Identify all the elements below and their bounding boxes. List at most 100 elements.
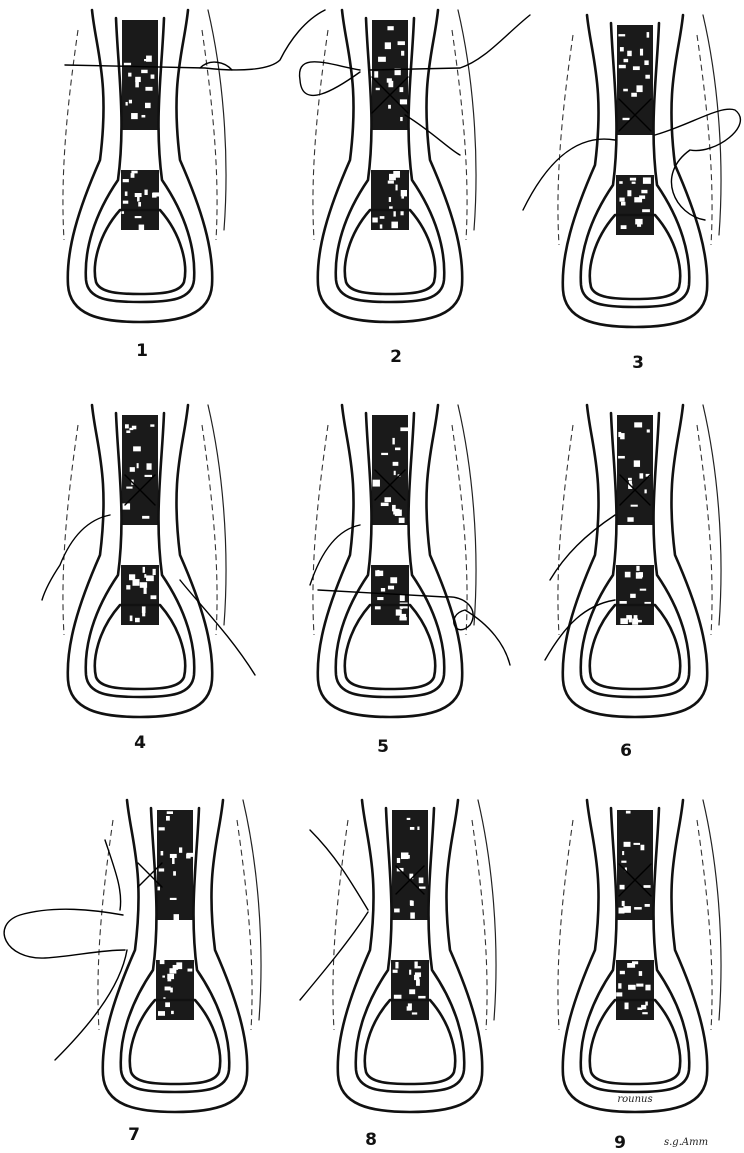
tissue-speckle <box>618 456 625 459</box>
panel-step-8: 8 <box>300 800 496 1150</box>
tissue-speckle <box>641 845 645 851</box>
tissue-speckle <box>135 193 142 197</box>
sheath-outline <box>458 10 476 230</box>
sheath-line <box>313 425 328 635</box>
tissue-speckle <box>401 852 408 859</box>
tissue-speckle <box>153 569 156 575</box>
tissue-speckle <box>395 185 397 191</box>
tissue-speckle <box>400 87 404 92</box>
suture-thread <box>105 840 121 910</box>
tissue-speckle <box>126 430 130 433</box>
tissue-speckle <box>401 51 404 56</box>
sheath-line <box>98 820 113 1030</box>
sheath-outline <box>703 405 721 625</box>
tissue-speckle <box>151 595 157 599</box>
tissue-speckle <box>141 115 145 118</box>
tissue-speckle <box>622 901 625 906</box>
tissue-speckle <box>389 174 396 180</box>
suture-thread <box>65 10 325 70</box>
tissue-speckle <box>131 173 135 178</box>
tissue-speckle <box>388 586 394 590</box>
tissue-speckle <box>159 868 164 871</box>
tissue-speckle <box>618 34 625 36</box>
suture-thread <box>310 830 368 910</box>
panel-label: 7 <box>128 1125 140 1145</box>
suture-thread <box>523 139 615 210</box>
panel-label: 2 <box>390 347 402 367</box>
sheath-line <box>452 30 467 240</box>
tissue-speckle <box>388 105 391 109</box>
sheath-outline <box>243 800 261 1020</box>
tissue-speckle <box>144 587 147 594</box>
tissue-speckle <box>124 63 131 65</box>
tissue-speckle <box>621 202 625 206</box>
panel-step-9: rounus9 <box>558 800 721 1153</box>
tissue-speckle <box>400 117 402 121</box>
tissue-speckle <box>631 93 637 97</box>
tissue-speckle <box>150 424 154 426</box>
sheath-outline <box>208 405 226 625</box>
tissue-speckle <box>126 102 128 106</box>
tissue-speckle <box>394 471 396 475</box>
tissue-speckle <box>410 827 414 830</box>
panel-step-4: 4 <box>42 405 255 753</box>
tissue-speckle <box>643 177 651 183</box>
panel-label: 3 <box>632 353 644 373</box>
tissue-speckle <box>631 505 638 507</box>
tissue-speckle <box>145 87 152 91</box>
tissue-speckle <box>634 843 641 845</box>
tissue-speckle <box>376 88 380 90</box>
tissue-speckle <box>642 1012 647 1014</box>
panel-step-2: 2 <box>300 10 530 367</box>
tissue-speckle <box>419 887 426 889</box>
panel-label: 4 <box>134 733 146 753</box>
tissue-speckle <box>628 985 636 990</box>
tissue-speckle <box>387 78 392 82</box>
panel-step-3: 3 <box>523 15 740 373</box>
tissue-speckle <box>626 811 631 814</box>
tissue-speckle <box>142 606 146 613</box>
tissue-speckle <box>179 847 182 852</box>
tissue-speckle <box>630 178 636 181</box>
tissue-speckle <box>160 960 165 964</box>
tissue-speckle <box>131 171 137 174</box>
tissue-speckle <box>623 118 630 120</box>
sheath-outline <box>703 15 721 235</box>
tissue-speckle <box>377 570 379 574</box>
tissue-speckle <box>381 588 385 592</box>
tissue-speckle <box>188 969 193 972</box>
panel-label: 6 <box>620 741 632 761</box>
tendon-tissue <box>157 810 193 920</box>
tissue-speckle <box>410 900 413 905</box>
tissue-speckle <box>620 971 625 974</box>
tissue-speckle <box>144 190 147 195</box>
tissue-speckle <box>130 467 135 472</box>
tissue-speckle <box>622 851 624 855</box>
panel-step-6: 6 <box>545 405 721 761</box>
tissue-speckle <box>170 988 173 993</box>
tissue-speckle <box>128 73 131 77</box>
tissue-speckle <box>414 962 417 969</box>
tissue-speckle <box>166 816 170 821</box>
tissue-speckle <box>170 854 177 858</box>
tissue-speckle <box>619 65 626 68</box>
tissue-speckle <box>639 971 642 976</box>
tissue-speckle <box>639 572 643 577</box>
tissue-speckle <box>634 907 642 909</box>
tissue-speckle <box>621 225 627 229</box>
tissue-speckle <box>627 51 632 56</box>
tissue-speckle <box>129 100 132 104</box>
sheath-outline <box>478 800 496 1020</box>
tissue-speckle <box>416 979 420 986</box>
sheath-line <box>697 425 712 635</box>
tissue-speckle <box>380 224 383 228</box>
tissue-speckle <box>401 194 404 199</box>
sheath-outline <box>208 10 226 230</box>
tissue-speckle <box>641 190 647 193</box>
sheath-outline <box>703 800 721 1020</box>
tissue-speckle <box>417 827 419 830</box>
tissue-speckle <box>636 85 642 92</box>
tissue-speckle <box>399 518 405 523</box>
tissue-speckle <box>126 585 130 589</box>
tissue-speckle <box>409 989 415 994</box>
